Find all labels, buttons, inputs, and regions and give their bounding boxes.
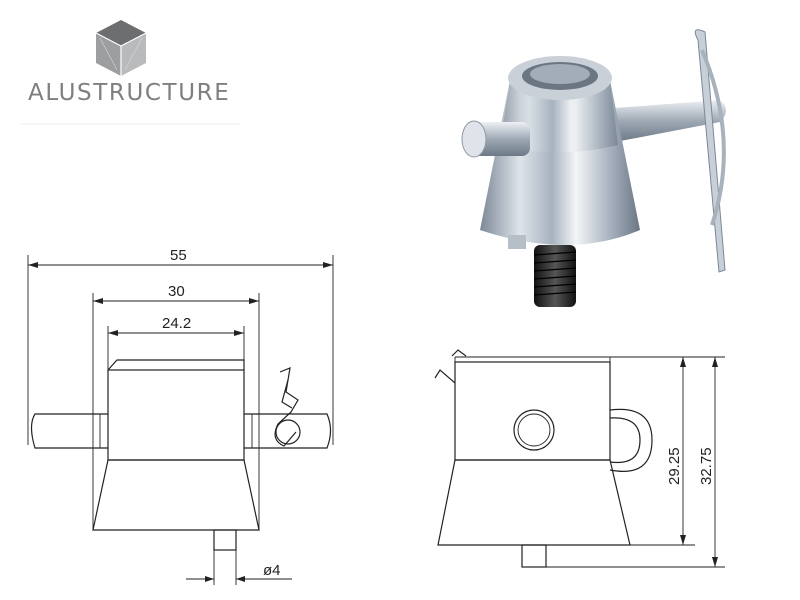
- dim-thread-label: ø4: [263, 562, 281, 579]
- brand-name: ALUSTRUCTURE: [28, 80, 231, 106]
- dim-overall-label: 55: [170, 247, 187, 264]
- logo-underline: [20, 123, 240, 125]
- half-conical-coupler-photo: [461, 29, 726, 307]
- dim-body-label: 30: [168, 283, 185, 300]
- dim-top-label: 24.2: [162, 315, 191, 332]
- dim-total-height-label: 32.75: [698, 447, 715, 485]
- dim-height-label: 29.25: [666, 447, 683, 485]
- cube-logo-icon: [95, 20, 147, 76]
